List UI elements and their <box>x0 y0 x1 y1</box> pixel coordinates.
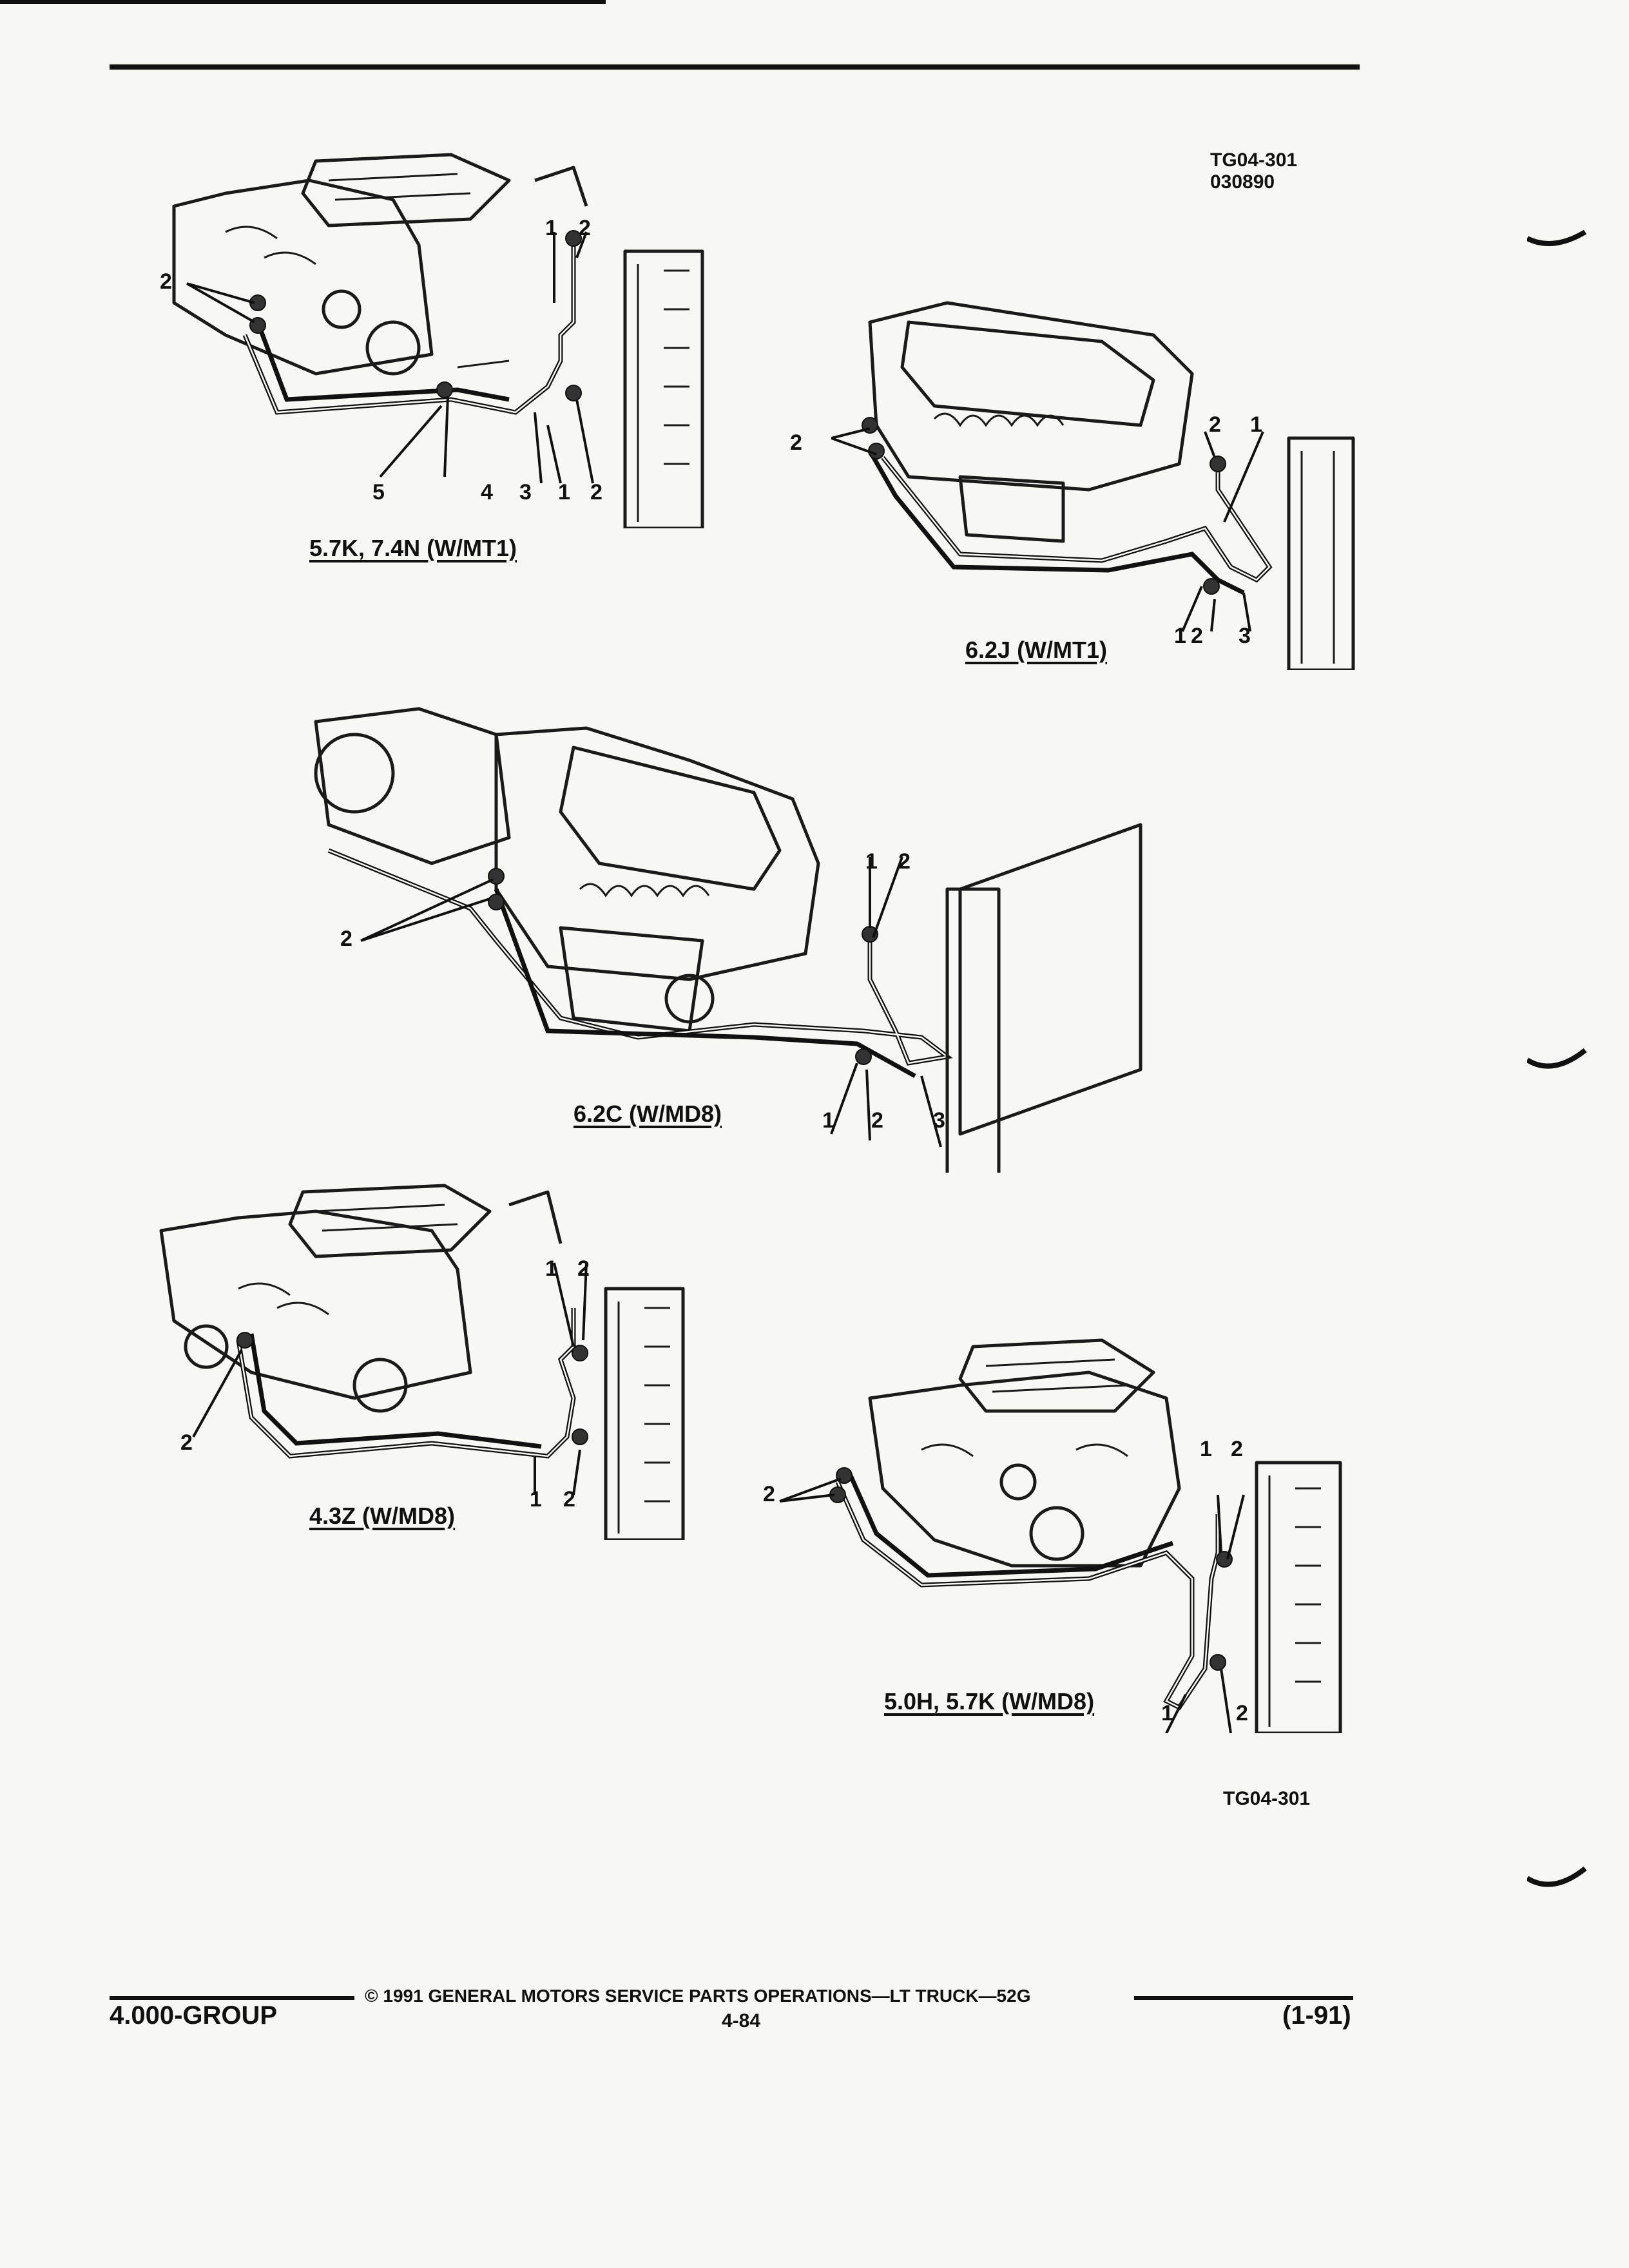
binder-mark <box>1527 229 1587 246</box>
callout: 2 <box>898 849 911 874</box>
diagram-6-2c <box>314 707 1142 1173</box>
footer-group: 4.000-GROUP <box>110 2001 278 2030</box>
callout: 2 <box>763 1482 775 1506</box>
callout: 1 <box>545 1256 557 1281</box>
callout: 1 <box>1174 624 1186 648</box>
callout: 1 <box>865 849 878 874</box>
diagram-5-7k-7-4n <box>172 153 704 528</box>
callout: 2 <box>1231 1437 1243 1461</box>
callout: 3 <box>1239 624 1251 648</box>
footer-copyright: © 1991 GENERAL MOTORS SERVICE PARTS OPER… <box>365 1986 1031 2006</box>
callout: 2 <box>1236 1701 1248 1725</box>
callout: 2 <box>180 1430 193 1455</box>
footer-rule-left <box>110 1996 354 2000</box>
callout: 1 <box>1200 1437 1212 1461</box>
diagram-6-2j <box>831 301 1355 670</box>
figure-ref-date: 030890 <box>1210 171 1275 193</box>
callout: 3 <box>519 480 532 505</box>
top-rule <box>110 64 1360 70</box>
figure-ref: TG04-301 030890 <box>1210 149 1297 193</box>
callout: 1 <box>1161 1701 1173 1725</box>
footer-rule-right <box>1134 1996 1353 2000</box>
callout: 1 <box>530 1487 542 1512</box>
caption-4-3z: 4.3Z (W/MD8) <box>309 1503 456 1529</box>
callout: 2 <box>590 480 602 505</box>
callout: 1 <box>558 480 570 505</box>
callout: 1 <box>1250 412 1262 437</box>
figure-ref-code: TG04-301 <box>1210 149 1298 171</box>
callout: 2 <box>871 1108 883 1133</box>
diagram-5-0h-5-7k <box>779 1338 1342 1733</box>
callout: 1 <box>822 1108 834 1133</box>
callout: 5 <box>372 480 385 505</box>
callout: 4 <box>481 480 493 505</box>
callout: 1 <box>545 216 557 240</box>
bottom-figure-ref: TG04-301 <box>1223 1788 1311 1809</box>
callout: 2 <box>1191 624 1203 648</box>
callout: 2 <box>563 1487 575 1512</box>
caption-5-0h-5-7k: 5.0H, 5.7K (W/MD8) <box>884 1688 1095 1715</box>
callout: 2 <box>160 269 172 294</box>
callout: 2 <box>577 1256 590 1281</box>
binder-mark <box>1527 1866 1587 1887</box>
caption-5-7k-7-4n: 5.7K, 7.4N (W/MT1) <box>309 535 517 561</box>
callout: 2 <box>790 430 802 455</box>
footer-revision: (1-91) <box>1282 2001 1351 2030</box>
caption-6-2c: 6.2C (W/MD8) <box>574 1100 722 1127</box>
footer-page-number: 4-84 <box>722 2010 761 2032</box>
callout: 3 <box>933 1108 945 1133</box>
callout: 2 <box>340 927 352 951</box>
callout: 2 <box>579 216 591 240</box>
binder-mark <box>1527 1048 1587 1069</box>
callout: 2 <box>1209 412 1221 437</box>
top-edge-rule <box>0 0 606 4</box>
diagram-4-3z <box>159 1184 685 1540</box>
caption-6-2j: 6.2J (W/MT1) <box>965 637 1108 663</box>
